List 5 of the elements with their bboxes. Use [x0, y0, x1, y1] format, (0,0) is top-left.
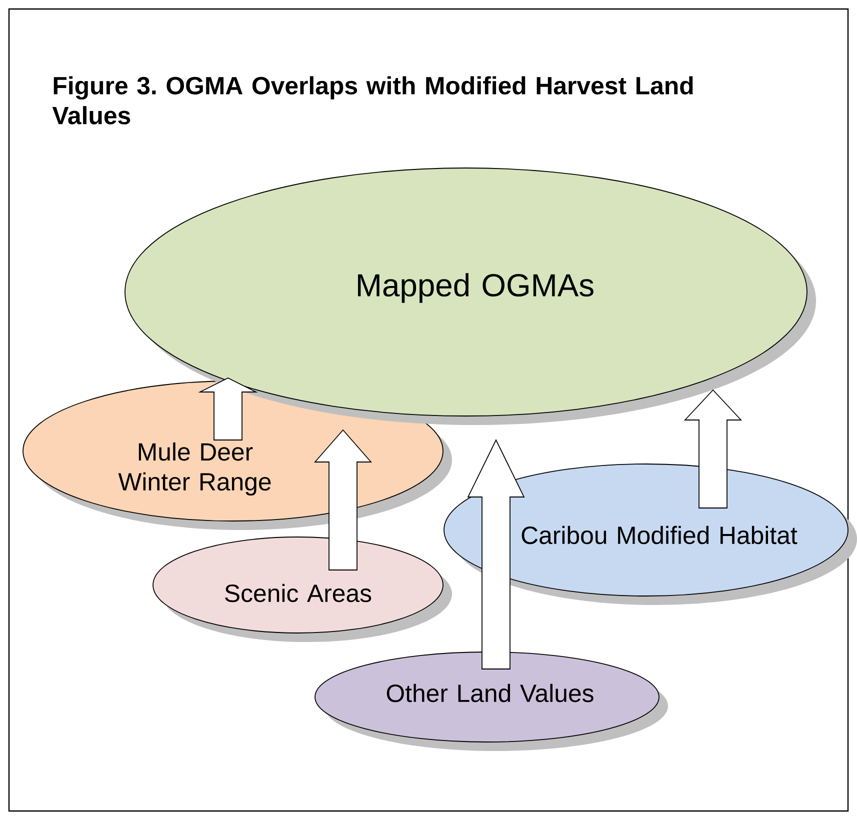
block-arrow — [684, 389, 742, 508]
block-arrow — [467, 438, 525, 670]
block-arrow — [198, 378, 258, 440]
title: Figure 3. OGMA Overlaps with Modified Harvest Land Values — [52, 76, 693, 124]
block-arrow — [314, 429, 372, 570]
